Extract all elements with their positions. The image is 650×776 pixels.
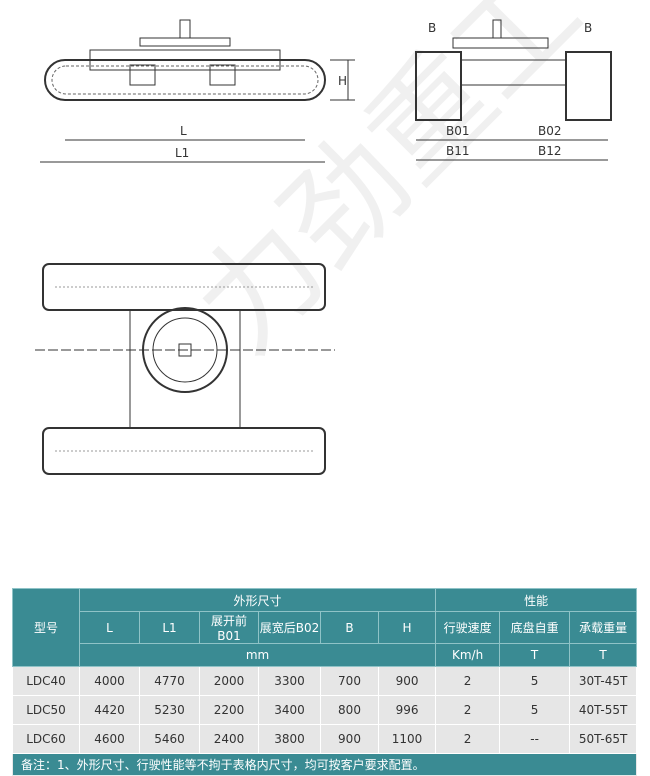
header-dimensions: 外形尺寸 [78, 588, 437, 612]
front-view-drawing: B B B01 B02 B11 B12 [415, 19, 612, 161]
table-cell: 3400 [258, 695, 321, 725]
table-cell: 1100 [377, 724, 437, 754]
table-cell: 5230 [139, 695, 200, 725]
col-header: B [320, 611, 379, 644]
table-cell: LDC60 [12, 724, 80, 754]
table-cell: 5 [499, 695, 571, 725]
table-cell: 2200 [199, 695, 259, 725]
side-view-drawing: H L L1 [40, 19, 355, 163]
table-cell: 4420 [79, 695, 140, 725]
table-note: 备注：1、外形尺寸、行驶性能等不拘于表格内尺寸，均可按客户要求配置。 [11, 753, 638, 776]
top-view-drawing [35, 263, 335, 475]
unit: T [569, 643, 638, 667]
table-cell: 2 [435, 724, 501, 754]
dim-H: H [338, 74, 347, 88]
table-cell: 2 [435, 695, 501, 725]
dim-B-left: B [428, 21, 436, 35]
table-cell: 4600 [79, 724, 140, 754]
dim-B02: B02 [538, 124, 562, 138]
unit-mm: mm [78, 643, 437, 667]
col-header: L [79, 611, 140, 644]
dim-B11: B11 [446, 144, 470, 158]
header-model: 型号 [12, 588, 80, 667]
unit: Km/h [435, 643, 501, 667]
table-cell: 3800 [258, 724, 321, 754]
table-cell: 40T-55T [569, 695, 638, 725]
table-cell: 4000 [79, 666, 140, 696]
table-cell: 2400 [199, 724, 259, 754]
col-header: 承载重量 [569, 611, 638, 644]
table-cell: 900 [377, 666, 437, 696]
table-cell: 800 [320, 695, 379, 725]
table-cell: 30T-45T [569, 666, 638, 696]
col-header: 底盘自重 [499, 611, 571, 644]
table-cell: 900 [320, 724, 379, 754]
unit: T [499, 643, 571, 667]
col-header: L1 [139, 611, 200, 644]
table-cell: LDC50 [12, 695, 80, 725]
col-header: H [377, 611, 437, 644]
table-cell: 50T-65T [569, 724, 638, 754]
dim-B12: B12 [538, 144, 562, 158]
col-header: 展开前B01 [199, 611, 259, 644]
dim-B-right: B [584, 21, 592, 35]
table-cell: 2 [435, 666, 501, 696]
dim-B01: B01 [446, 124, 470, 138]
table-cell: 700 [320, 666, 379, 696]
table-cell: 5 [499, 666, 571, 696]
table-cell: 2000 [199, 666, 259, 696]
dim-L: L [180, 124, 187, 138]
table-cell: -- [499, 724, 571, 754]
table-cell: 3300 [258, 666, 321, 696]
table-cell: LDC40 [12, 666, 80, 696]
table-cell: 4770 [139, 666, 200, 696]
table-cell: 996 [377, 695, 437, 725]
dim-L1: L1 [175, 146, 189, 160]
table-cell: 5460 [139, 724, 200, 754]
col-header: 展宽后B02 [258, 611, 321, 644]
col-header: 行驶速度 [435, 611, 501, 644]
spec-table: 型号 外形尺寸 性能 L L1 展开前B01 展宽后B02 B H 行驶速度 底… [11, 588, 638, 776]
header-performance: 性能 [435, 588, 638, 612]
